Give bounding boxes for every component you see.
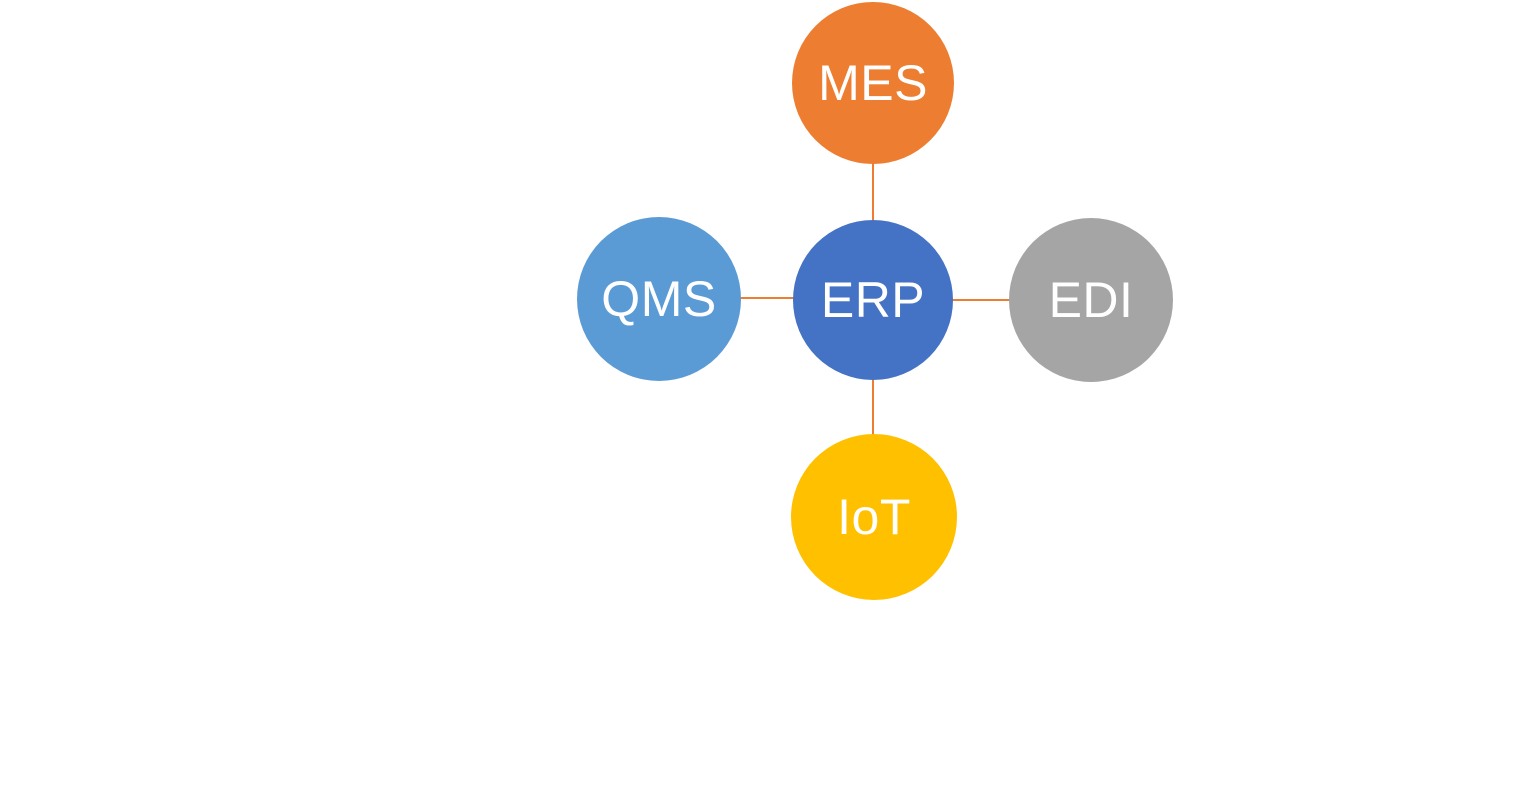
connector-qms-erp	[735, 297, 799, 299]
node-erp: ERP	[793, 220, 953, 380]
connector-erp-iot	[872, 375, 874, 439]
node-edi: EDI	[1009, 218, 1173, 382]
node-erp-label: ERP	[820, 272, 926, 328]
node-iot-label: IoT	[837, 489, 911, 545]
node-mes-label: MES	[818, 55, 928, 111]
connector-erp-mes	[872, 158, 874, 224]
node-mes: MES	[792, 2, 954, 164]
node-qms-label: QMS	[601, 271, 717, 327]
node-qms: QMS	[577, 217, 741, 381]
connector-erp-edi	[948, 299, 1014, 301]
node-edi-label: EDI	[1048, 272, 1134, 328]
node-iot: IoT	[791, 434, 957, 600]
